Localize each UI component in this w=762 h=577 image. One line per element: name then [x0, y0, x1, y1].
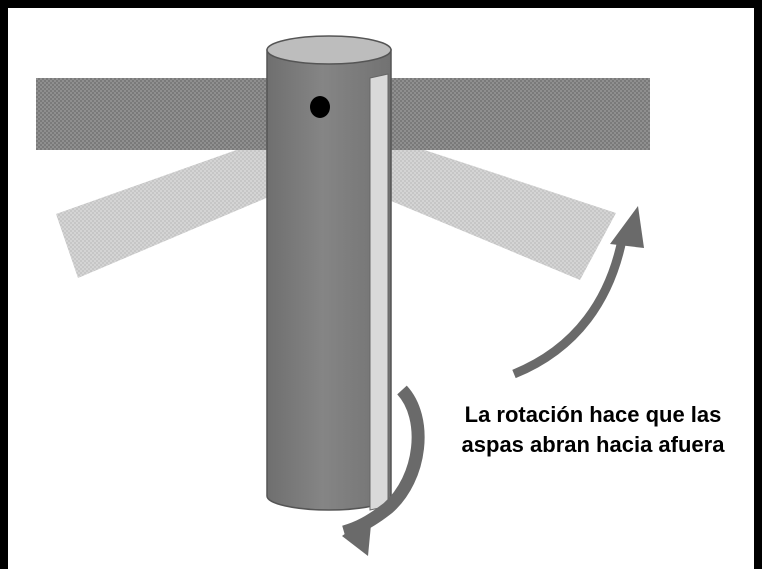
pivot-hole: [310, 96, 330, 118]
cylinder-slot: [369, 73, 389, 511]
right-blade-open: [384, 138, 616, 280]
rotation-arrow-head: [342, 514, 372, 556]
opening-arrow-head: [610, 206, 644, 248]
left-blade-open: [56, 138, 278, 278]
caption-text: La rotación hace que las aspas abran hac…: [428, 400, 758, 460]
left-blade-closed: [36, 78, 270, 150]
caption-line-1: La rotación hace que las: [464, 402, 722, 427]
opening-arrow: [512, 239, 627, 379]
caption-line-2: aspas abran hacia afuera: [461, 432, 725, 457]
right-blade-closed: [372, 78, 650, 150]
cylinder-top: [266, 35, 392, 65]
rotor-diagram: [36, 35, 650, 556]
